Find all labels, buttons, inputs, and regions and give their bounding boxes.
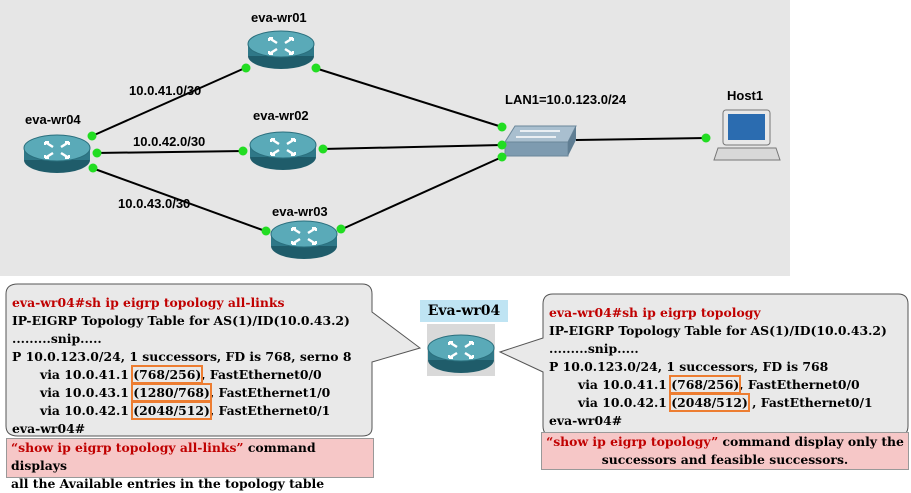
left-prompt: eva-wr04# — [12, 421, 86, 436]
left-metric-box-2: (1280/768) — [131, 383, 212, 402]
link-wr04-wr02 — [94, 150, 246, 154]
left-note: “show ip eigrp topology all-links” comma… — [6, 438, 374, 491]
host-icon[interactable] — [713, 109, 781, 161]
left-via-1: via 10.0.41.1 (768/256), FastEthernet0/0 — [40, 365, 322, 384]
right-line-1: IP-EIGRP Topology Table for AS(1)/ID(10.… — [549, 323, 887, 338]
center-router-box — [426, 324, 496, 376]
right-via-2: via 10.0.42.1 (2048/512) , FastEthernet0… — [578, 393, 873, 412]
right-metric-box-1: (768/256) — [669, 375, 742, 394]
right-line-3: P 10.0.123.0/24, 1 successors, FD is 768 — [549, 359, 829, 374]
router-icon-wr02[interactable] — [248, 130, 318, 172]
router-icon-wr03[interactable] — [269, 219, 339, 261]
link-label-43: 10.0.43.0/30 — [118, 196, 190, 211]
link-wr03-switch — [339, 156, 503, 231]
switch-label: LAN1=10.0.123.0/24 — [505, 92, 627, 107]
left-via-3: via 10.0.42.1 (2048/512), FastEthernet0/… — [40, 401, 331, 420]
right-via-1: via 10.0.41.1 (768/256), FastEthernet0/0 — [578, 375, 860, 394]
right-metric-box-2: (2048/512) — [669, 393, 750, 412]
link-wr04-wr03 — [91, 167, 269, 233]
router-label-wr03: eva-wr03 — [272, 204, 328, 219]
left-metric-box-1: (768/256) — [131, 365, 204, 384]
switch-icon[interactable] — [504, 125, 577, 157]
link-label-42: 10.0.42.0/30 — [133, 134, 205, 149]
link-wr04-wr01 — [91, 67, 246, 137]
left-line-2: .........snip..... — [12, 331, 102, 346]
right-prompt: eva-wr04# — [549, 413, 623, 428]
router-icon-center — [426, 333, 496, 375]
router-label-wr01: eva-wr01 — [251, 10, 307, 25]
left-line-3: P 10.0.123.0/24, 1 successors, FD is 768… — [12, 349, 352, 364]
center-title: Eva-wr04 — [420, 300, 508, 322]
router-icon-wr01[interactable] — [246, 29, 316, 71]
left-metric-box-3: (2048/512) — [131, 401, 212, 420]
link-label-41: 10.0.41.0/30 — [129, 83, 201, 98]
link-wr02-switch — [321, 144, 503, 150]
left-line-1: IP-EIGRP Topology Table for AS(1)/ID(10.… — [12, 313, 350, 328]
left-bubble-shape — [5, 283, 422, 437]
router-label-wr04: eva-wr04 — [25, 112, 81, 127]
left-command: eva-wr04#sh ip eigrp topology all-links — [12, 295, 285, 310]
router-icon-wr04[interactable] — [22, 133, 92, 175]
right-note: “show ip eigrp topology” command display… — [541, 432, 909, 470]
right-line-2: .........snip..... — [549, 341, 639, 356]
router-label-wr02: eva-wr02 — [253, 108, 309, 123]
link-switch-host — [575, 137, 707, 141]
interface-dots — [87, 63, 711, 236]
link-wr01-switch — [314, 67, 503, 128]
right-command: eva-wr04#sh ip eigrp topology — [549, 305, 761, 320]
left-via-2: via 10.0.43.1 (1280/768), FastEthernet1/… — [40, 383, 331, 402]
host-label: Host1 — [727, 88, 763, 103]
